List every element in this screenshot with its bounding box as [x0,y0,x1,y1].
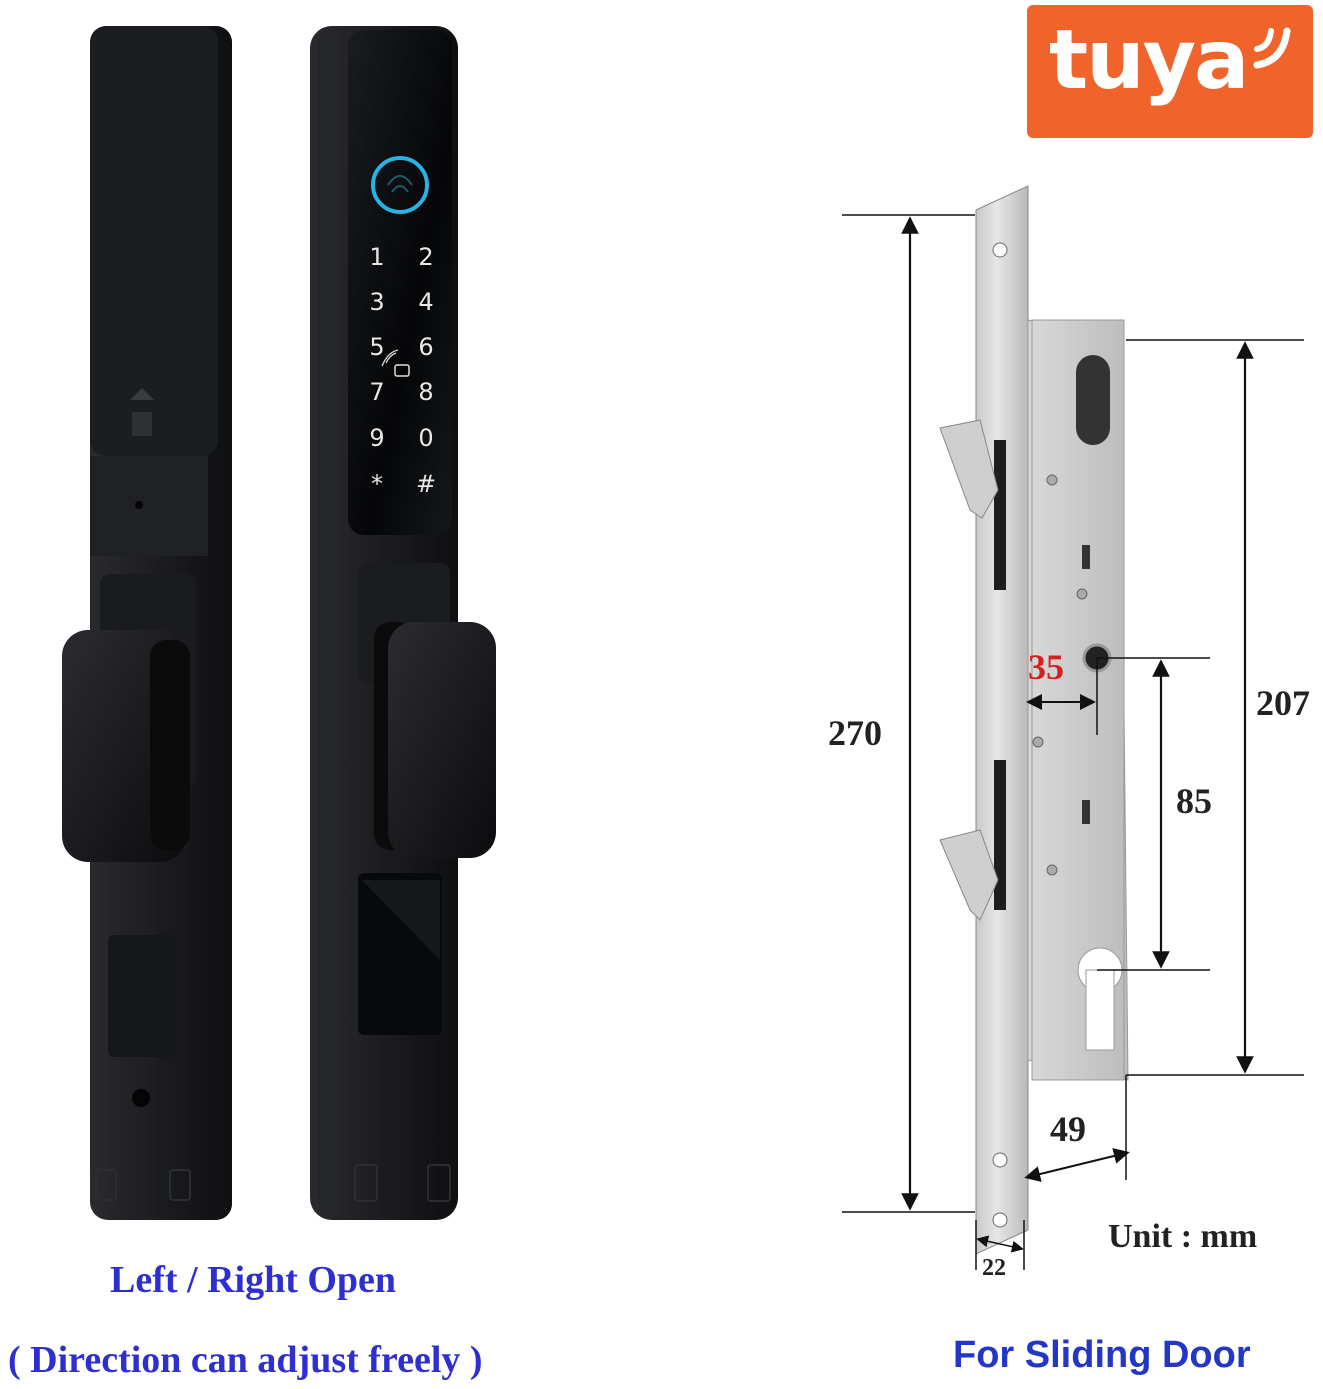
key-hash[interactable]: # [415,470,437,498]
key-9[interactable]: 9 [369,424,385,452]
key-star[interactable]: * [371,470,383,498]
lock-product-image: 1 2 3 4 5 6 7 8 9 0 * # [0,0,600,1230]
key-3[interactable]: 3 [369,288,385,316]
caption-direction-note: ( Direction can adjust freely ) [8,1339,483,1381]
lock-illustration [62,26,496,1220]
dim-body-height: 207 [1256,683,1310,723]
unit-label: Unit : mm [1108,1218,1258,1255]
key-2[interactable]: 2 [418,243,434,271]
caption-open-direction: Left / Right Open [110,1259,397,1301]
front-lock-unit [310,26,496,1220]
key-8[interactable]: 8 [418,378,434,406]
key-7[interactable]: 7 [369,378,385,406]
caption-sliding-door: For Sliding Door [953,1334,1251,1376]
tuya-logo-text: tuya [1049,13,1249,108]
mortise-diagram [820,180,1320,1290]
back-lock-unit [62,26,232,1220]
mortise-drawing [842,185,1304,1270]
key-6[interactable]: 6 [418,333,434,361]
wifi-icon [1253,27,1291,69]
key-5[interactable]: 5 [369,333,385,361]
dim-faceplate-width: 22 [982,1255,1006,1281]
dim-backset: 35 [1028,647,1064,687]
dim-center-distance: 85 [1176,781,1212,821]
tuya-logo: tuya [1027,5,1313,138]
dim-total-height: 270 [828,713,882,753]
dim-depth: 49 [1050,1109,1086,1149]
key-0[interactable]: 0 [418,424,434,452]
key-1[interactable]: 1 [369,243,385,271]
key-4[interactable]: 4 [418,288,434,316]
